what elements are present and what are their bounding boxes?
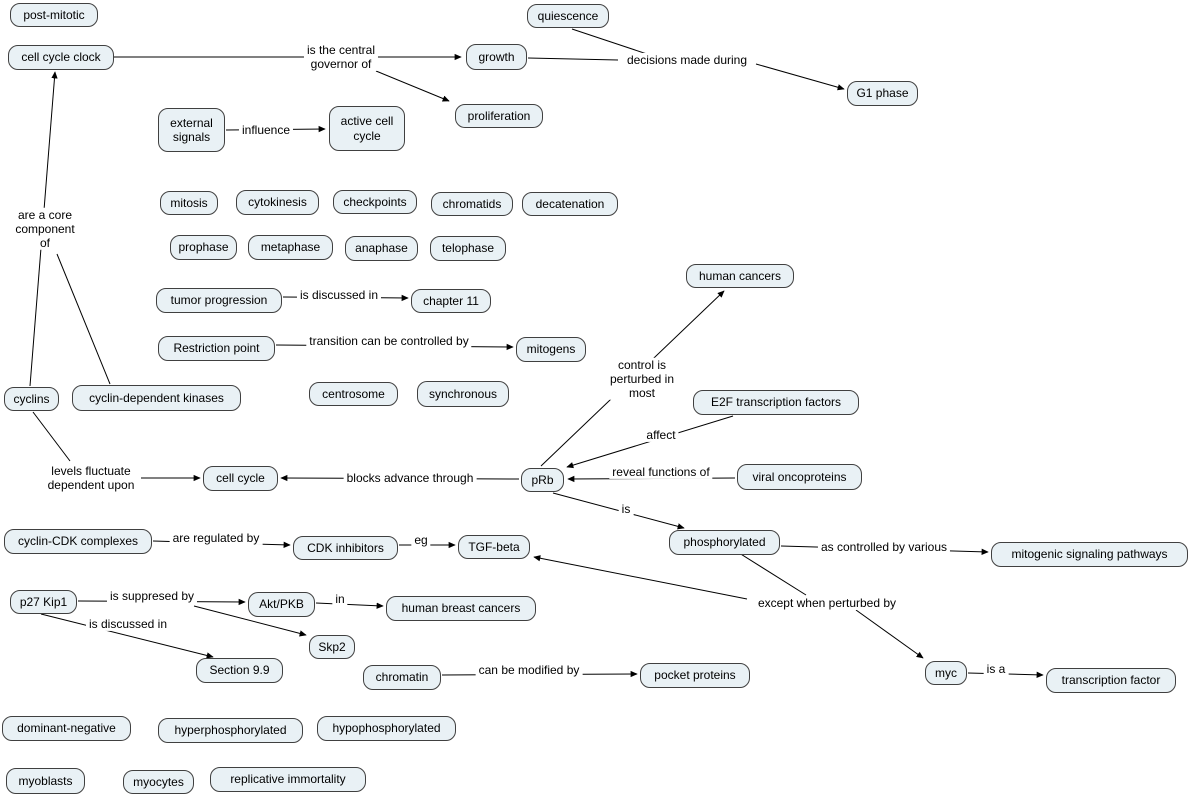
concept-node-quiescence[interactable]: quiescence (527, 4, 609, 28)
link-label-control-is-perturbed-in-most[interactable]: control is perturbed in most (606, 357, 678, 401)
concept-node-tgf-beta[interactable]: TGF-beta (458, 535, 530, 559)
concept-node-myoblasts[interactable]: myoblasts (6, 768, 85, 794)
concept-node-phosphorylated[interactable]: phosphorylated (669, 530, 780, 555)
concept-node-cyclin-dependent-kinases[interactable]: cyclin-dependent kinases (72, 385, 241, 411)
concept-node-myc[interactable]: myc (925, 661, 967, 685)
link-label-is-discussed-in-ch11[interactable]: is discussed in (296, 287, 382, 303)
link-label-are-a-core-component-of[interactable]: are a core component of (12, 207, 78, 251)
concept-node-synchronous[interactable]: synchronous (417, 381, 509, 407)
concept-node-telophase[interactable]: telophase (430, 236, 506, 261)
edge-is-the-central-governor-of--proliferation (375, 70, 450, 102)
link-label-in[interactable]: in (332, 591, 348, 607)
concept-node-tumor-progression[interactable]: tumor progression (156, 288, 282, 313)
edge-growth--decisions-made-during (527, 57, 619, 61)
concept-node-cytokinesis[interactable]: cytokinesis (236, 190, 319, 215)
edge-cyclins--levels-fluctuate-dependent-upon (32, 411, 71, 462)
concept-node-checkpoints[interactable]: checkpoints (333, 190, 417, 214)
link-label-is-the-central-governor-of[interactable]: is the central governor of (303, 42, 379, 72)
concept-node-cyclin-cdk-complexes[interactable]: cyclin-CDK complexes (4, 529, 152, 554)
concept-node-transcription-factor[interactable]: transcription factor (1046, 668, 1176, 693)
concept-node-mitosis[interactable]: mitosis (160, 191, 218, 215)
concept-node-decatenation[interactable]: decatenation (522, 192, 618, 216)
concept-node-proliferation[interactable]: proliferation (455, 104, 543, 128)
concept-node-post-mitotic[interactable]: post-mitotic (10, 3, 98, 27)
concept-node-akt-pkb[interactable]: Akt/PKB (248, 592, 315, 617)
concept-node-growth[interactable]: growth (466, 44, 527, 70)
concept-node-cyclins[interactable]: cyclins (4, 387, 59, 411)
concept-node-chromatids[interactable]: chromatids (431, 192, 513, 216)
link-label-can-be-modified-by[interactable]: can be modified by (475, 662, 583, 678)
link-label-as-controlled-by-various[interactable]: as controlled by various (817, 539, 951, 555)
link-label-is-a[interactable]: is a (983, 661, 1009, 677)
link-label-is-suppresed-by[interactable]: is suppresed by (106, 588, 198, 604)
concept-node-hypophosphorylated[interactable]: hypophosphorylated (317, 716, 456, 741)
concept-node-active-cell-cycle[interactable]: active cell cycle (329, 106, 405, 151)
concept-node-mitogens[interactable]: mitogens (516, 337, 586, 362)
concept-node-viral-oncoproteins[interactable]: viral oncoproteins (737, 464, 862, 490)
edge-except-when-perturbed-by--myc (855, 609, 924, 659)
concept-node-skp2[interactable]: Skp2 (309, 635, 355, 659)
link-label-is[interactable]: is (618, 501, 634, 517)
concept-node-e2f-transcription-factors[interactable]: E2F transcription factors (693, 390, 859, 415)
concept-node-p27-kip1[interactable]: p27 Kip1 (10, 590, 77, 614)
concept-node-myocytes[interactable]: myocytes (123, 770, 194, 794)
concept-node-metaphase[interactable]: metaphase (248, 235, 333, 260)
link-label-decisions-made-during[interactable]: decisions made during (623, 52, 751, 68)
link-label-is-discussed-in-section[interactable]: is discussed in (85, 616, 171, 632)
concept-node-dominant-negative[interactable]: dominant-negative (2, 716, 131, 741)
concept-node-pocket-proteins[interactable]: pocket proteins (640, 663, 750, 688)
edge-except-when-perturbed-by--tgf-beta (533, 555, 748, 600)
concept-node-g1-phase[interactable]: G1 phase (847, 81, 918, 106)
concept-node-cell-cycle[interactable]: cell cycle (203, 466, 278, 491)
concept-node-chapter-11[interactable]: chapter 11 (411, 289, 491, 313)
concept-node-hyperphosphorylated[interactable]: hyperphosphorylated (158, 718, 303, 743)
edge-is-suppresed-by--skp2 (193, 605, 307, 637)
concept-node-cell-cycle-clock[interactable]: cell cycle clock (8, 45, 114, 70)
concept-node-cdk-inhibitors[interactable]: CDK inhibitors (293, 536, 398, 560)
link-label-are-regulated-by[interactable]: are regulated by (169, 530, 263, 546)
link-label-influence[interactable]: influence (238, 122, 294, 138)
link-label-affect[interactable]: affect (643, 427, 679, 443)
concept-node-chromatin[interactable]: chromatin (363, 665, 441, 690)
edge-prb--phosphorylated (552, 492, 685, 530)
concept-node-anaphase[interactable]: anaphase (345, 236, 418, 261)
edge-akt-pkb--human-breast-cancers (315, 602, 384, 609)
link-label-transition-can-be-controlled-by[interactable]: transition can be controlled by (306, 333, 472, 349)
link-label-except-when-perturbed-by[interactable]: except when perturbed by (754, 595, 900, 611)
concept-node-replicative-immortality[interactable]: replicative immortality (210, 767, 366, 792)
concept-node-restriction-point[interactable]: Restriction point (158, 336, 275, 361)
edge-p27-kip1--section-9-9 (40, 613, 214, 659)
edge-decisions-made-during--g1-phase (755, 63, 845, 91)
edge-cyclin-dependent-kinases--are-a-core-component-of (56, 253, 111, 385)
concept-node-human-breast-cancers[interactable]: human breast cancers (386, 596, 536, 621)
link-label-blocks-advance-through[interactable]: blocks advance through (343, 470, 477, 486)
concept-node-centrosome[interactable]: centrosome (309, 382, 398, 406)
concept-node-section-9-9[interactable]: Section 9.9 (196, 658, 283, 683)
concept-node-external-signals[interactable]: external signals (158, 108, 225, 152)
link-label-eg[interactable]: eg (411, 532, 431, 548)
concept-node-prophase[interactable]: prophase (170, 235, 237, 260)
edge-quiescence--decisions-made-during (571, 28, 651, 56)
concept-node-human-cancers[interactable]: human cancers (686, 264, 794, 288)
link-label-levels-fluctuate-dependent-upon[interactable]: levels fluctuate dependent upon (44, 463, 138, 493)
link-label-reveal-functions-of[interactable]: reveal functions of (609, 464, 713, 480)
concept-node-prb[interactable]: pRb (521, 468, 564, 492)
concept-node-mitogenic-signaling-pathways[interactable]: mitogenic signaling pathways (991, 542, 1188, 567)
